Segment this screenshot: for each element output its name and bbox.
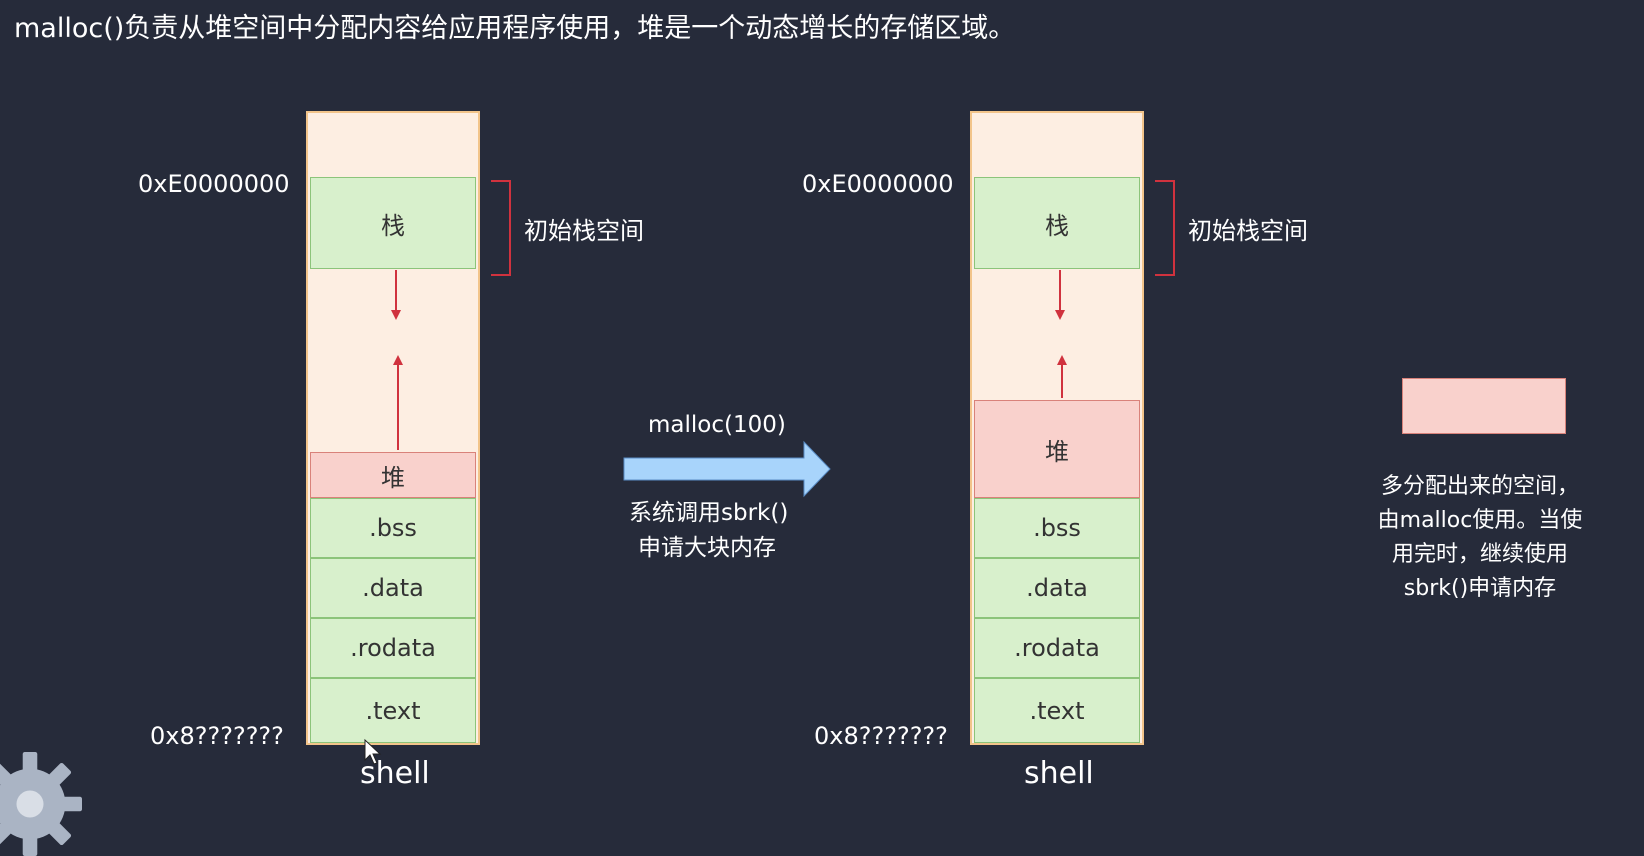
legend-line: 由malloc使用。当使 bbox=[1377, 508, 1583, 533]
sbrk-note-line2: 申请大块内存 bbox=[638, 535, 776, 561]
memory-column: 栈 堆 .bss .data .rodata .text bbox=[306, 111, 480, 745]
legend-text: 多分配出来的空间， 由malloc使用。当使 用完时，继续使用 sbrk()申请… bbox=[1350, 470, 1610, 606]
bss-segment: .bss bbox=[974, 498, 1140, 558]
arrows-layer bbox=[364, 270, 1067, 765]
data-segment: .data bbox=[974, 558, 1140, 618]
gear-icon bbox=[0, 752, 82, 856]
text-segment: .text bbox=[974, 678, 1140, 743]
stack-bracket-label: 初始栈空间 bbox=[1188, 217, 1308, 245]
stack-bracket-label: 初始栈空间 bbox=[524, 217, 644, 245]
legend-swatch bbox=[1402, 378, 1566, 434]
legend-line: 用完时，继续使用 bbox=[1391, 542, 1568, 567]
stack-segment: 栈 bbox=[310, 177, 476, 269]
bss-segment: .bss bbox=[310, 498, 476, 558]
memory-column: 栈 堆 .bss .data .rodata .text bbox=[970, 111, 1144, 745]
data-segment: .data bbox=[310, 558, 476, 618]
stack-segment: 栈 bbox=[974, 177, 1140, 269]
shell-caption: shell bbox=[1024, 756, 1094, 791]
shell-caption: shell bbox=[360, 756, 430, 791]
malloc-call-label: malloc(100) bbox=[648, 412, 786, 438]
address-bottom-label: 0x8??????? bbox=[814, 722, 948, 750]
address-bottom-label: 0x8??????? bbox=[150, 722, 284, 750]
legend-line: 多分配出来的空间， bbox=[1380, 474, 1579, 499]
transition-arrow bbox=[623, 440, 831, 498]
slide-title: malloc()负责从堆空间中分配内容给应用程序使用，堆是一个动态增长的存储区域… bbox=[14, 13, 1016, 44]
address-top-label: 0xE0000000 bbox=[138, 170, 290, 198]
legend-line: sbrk()申请内存 bbox=[1403, 576, 1557, 601]
address-top-label: 0xE0000000 bbox=[802, 170, 954, 198]
stack-bracket bbox=[491, 180, 511, 276]
heap-segment: 堆 bbox=[310, 452, 476, 498]
rodata-segment: .rodata bbox=[310, 618, 476, 678]
stack-bracket bbox=[1155, 180, 1175, 276]
text-segment: .text bbox=[310, 678, 476, 743]
heap-segment: 堆 bbox=[974, 400, 1140, 498]
rodata-segment: .rodata bbox=[974, 618, 1140, 678]
sbrk-note-line1: 系统调用sbrk() bbox=[629, 500, 789, 526]
